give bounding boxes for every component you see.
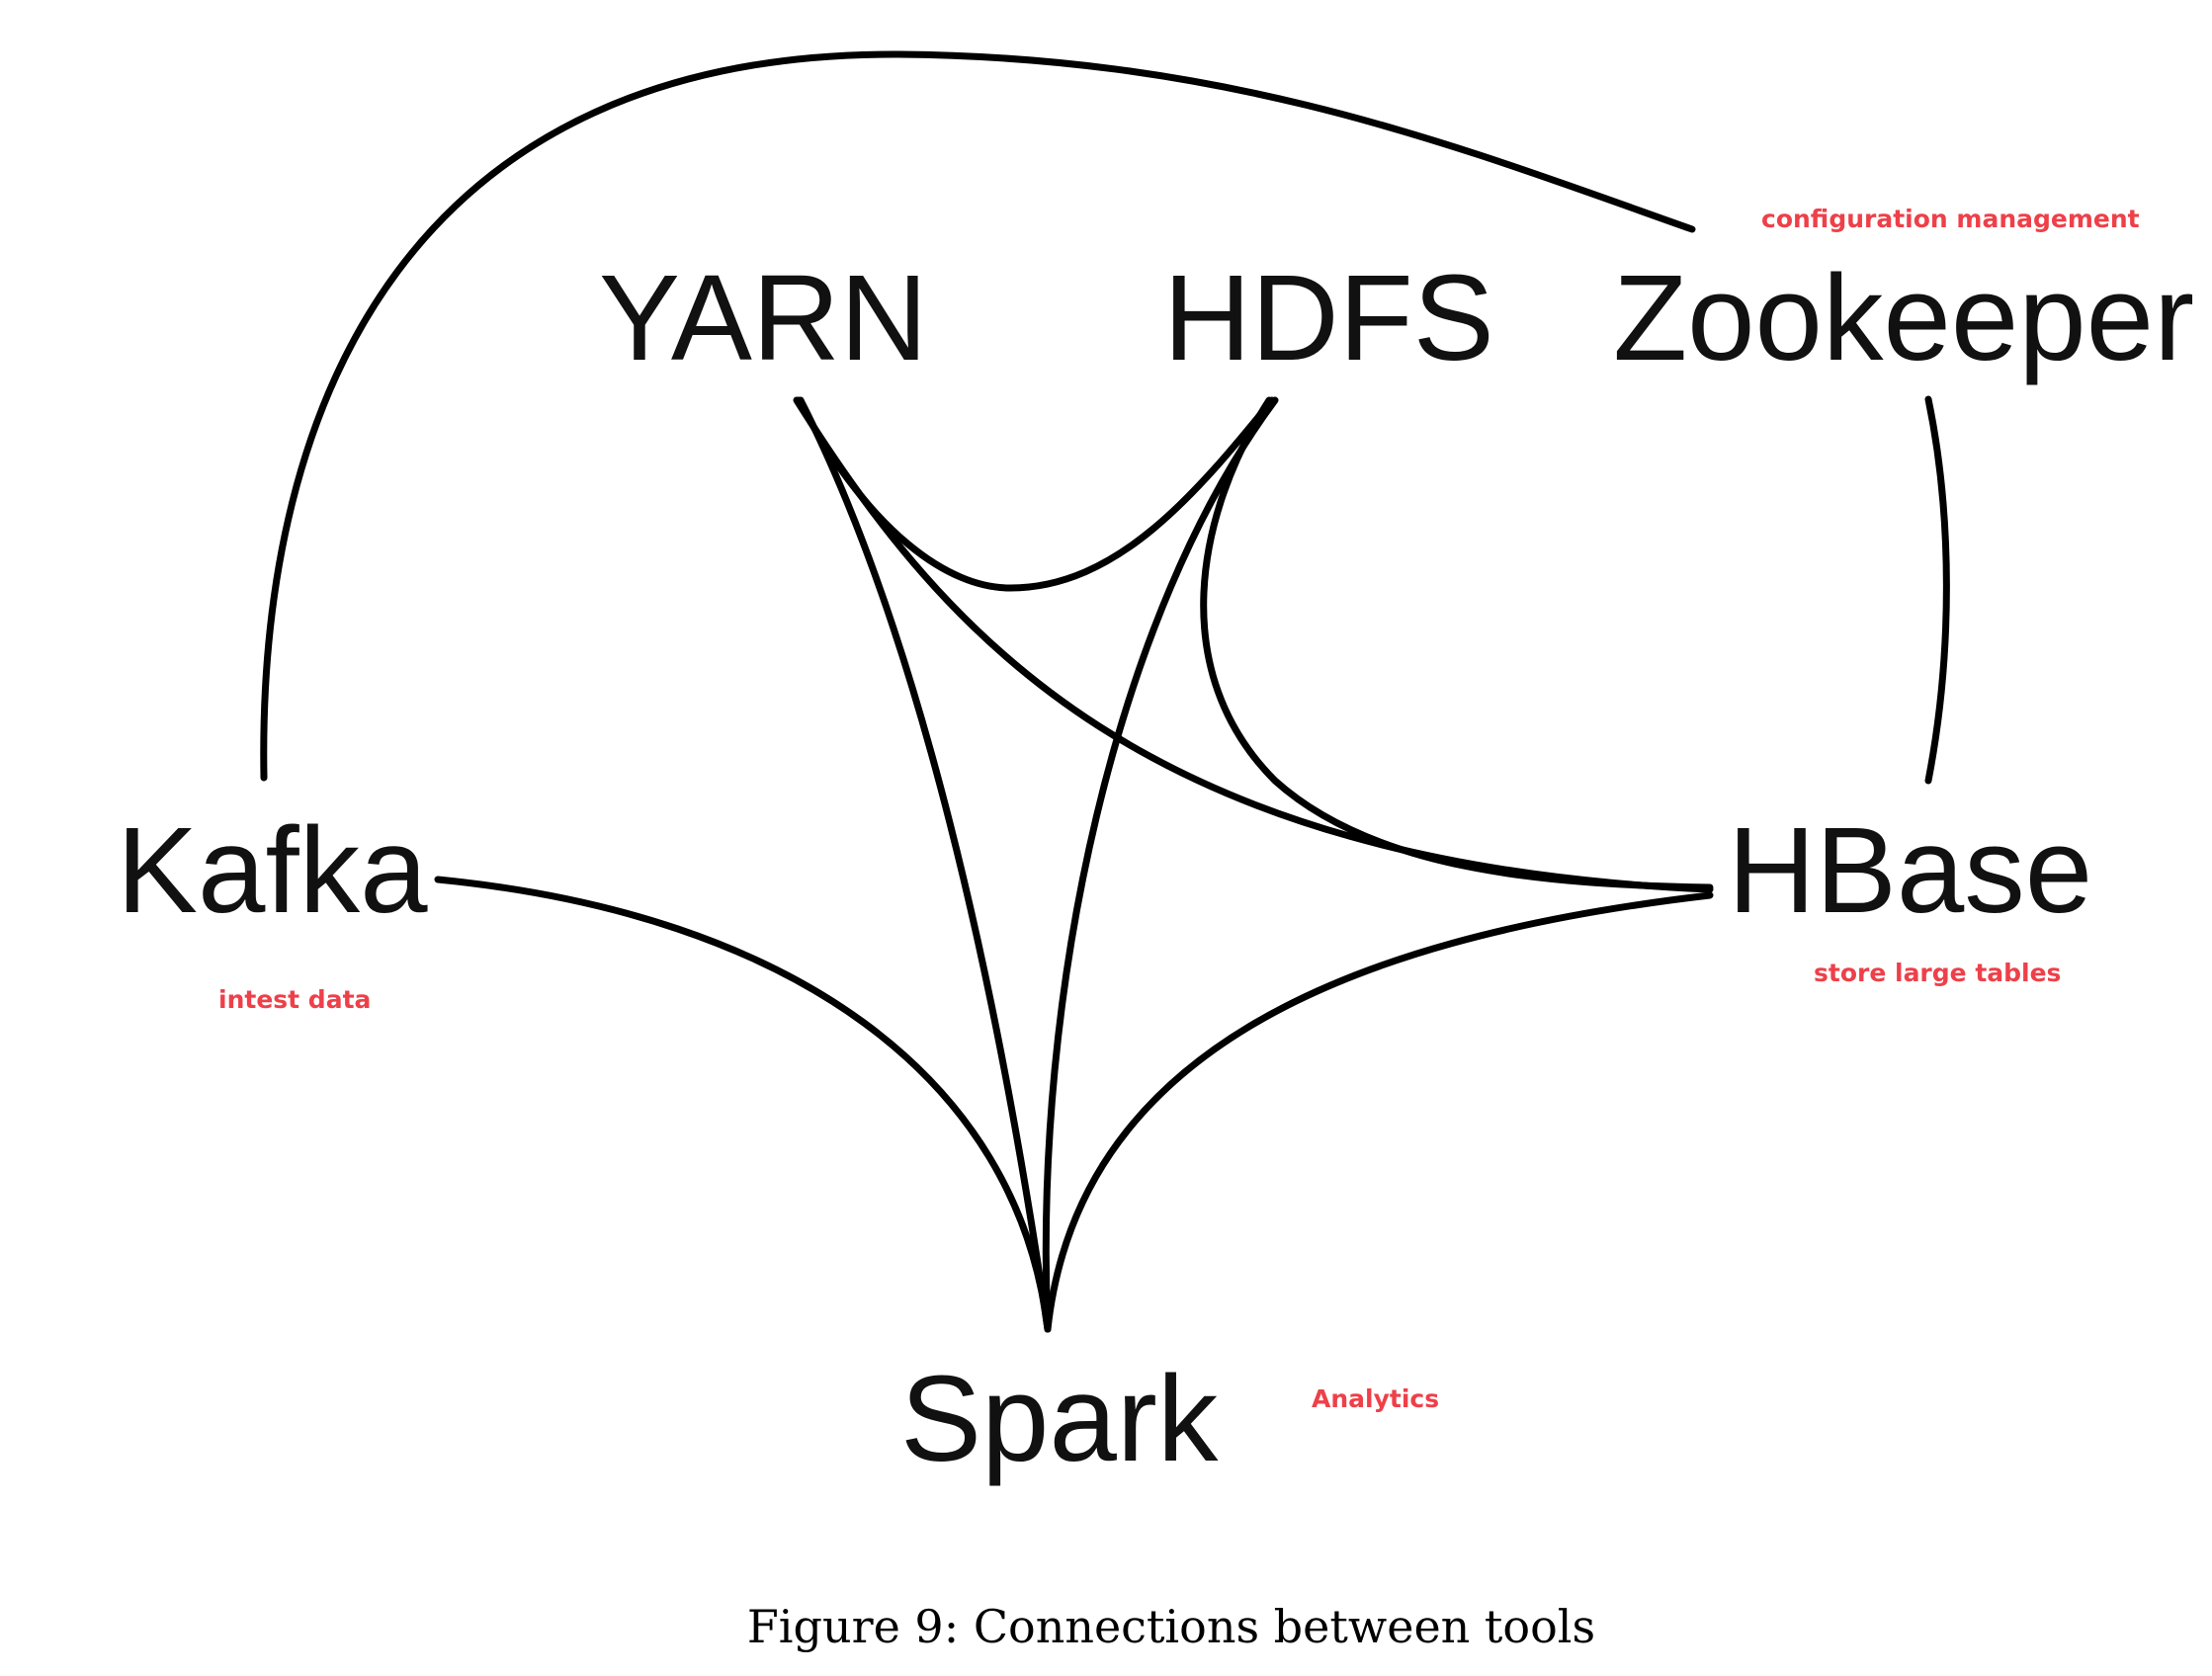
node-kafka: Kafka <box>117 803 428 939</box>
node-zookeeper: Zookeeper <box>1613 251 2194 386</box>
edge-yarn-hbase <box>793 396 1714 893</box>
annotation-kafka: intest data <box>218 985 371 1014</box>
annotation-spark: Analytics <box>1312 1384 1439 1413</box>
node-yarn: YARN <box>599 251 928 386</box>
edge-hbase-spark <box>1044 891 1714 1333</box>
annotation-hbase: store large tables <box>1814 959 2061 987</box>
node-hdfs: HDFS <box>1163 251 1494 386</box>
edge-hdfs-spark <box>1042 396 1279 1333</box>
figure-caption: Figure 9: Connections between tools <box>747 1600 1595 1653</box>
edges <box>260 50 1950 1333</box>
node-hbase: HBase <box>1728 803 2092 939</box>
edge-hdfs-hbase <box>1200 396 1714 891</box>
annotation-zookeeper: configuration management <box>1761 205 2140 233</box>
edge-kafka-spark <box>434 876 1052 1333</box>
edge-yarn-spark <box>797 396 1052 1333</box>
node-spark: Spark <box>900 1352 1219 1487</box>
edge-kafka-zookeeper <box>260 50 1696 782</box>
nodes: YARN HDFS Zookeeper Kafka HBase Spark <box>117 251 2194 1487</box>
annotations: configuration management intest data sto… <box>218 205 2140 1413</box>
edge-zookeeper-hbase <box>1924 395 1950 785</box>
